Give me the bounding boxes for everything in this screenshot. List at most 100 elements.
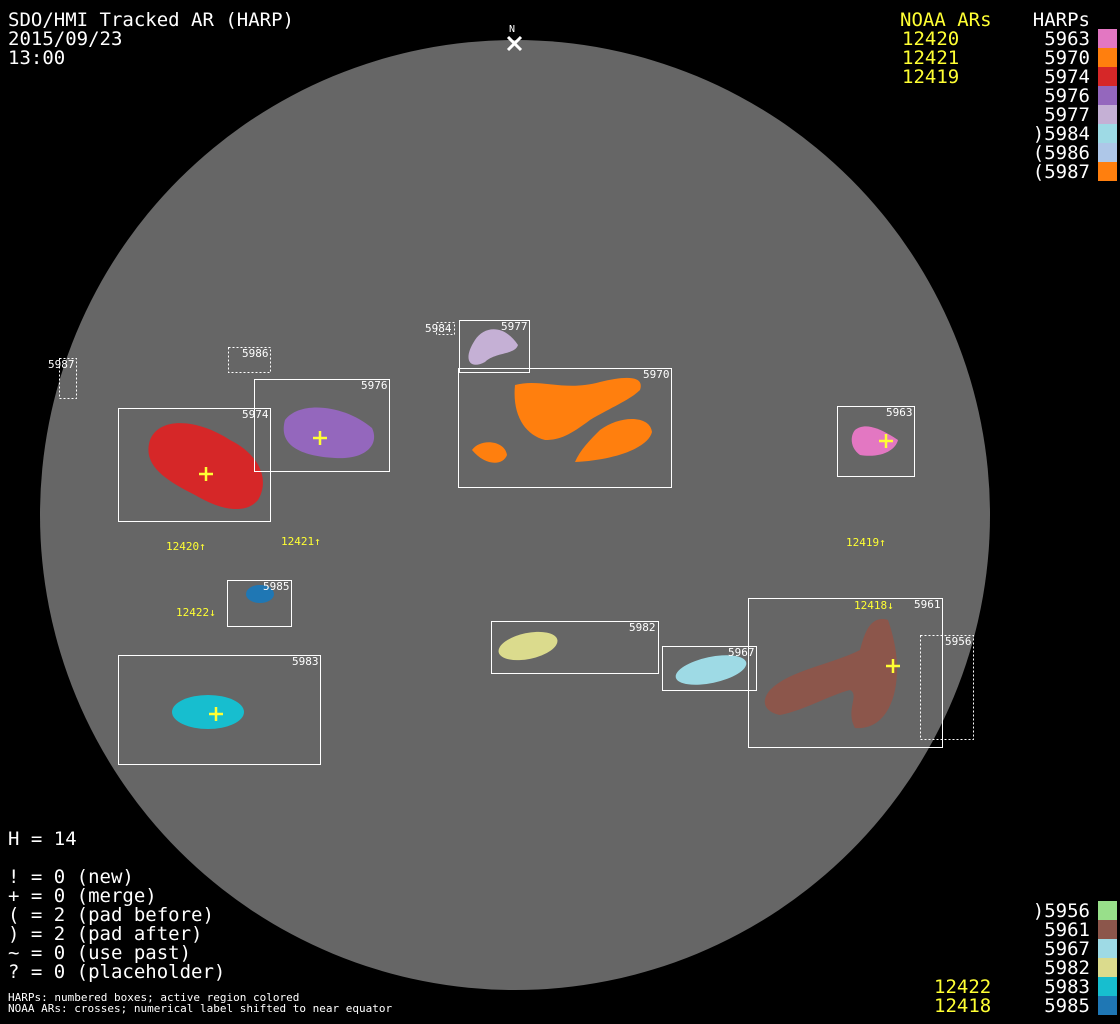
stat-line: ( = 2 (pad before) (8, 904, 214, 926)
harp-box-5961 (748, 598, 943, 748)
noaa-label: 12419↑ (846, 536, 886, 549)
region-5961 (764, 619, 898, 729)
region-5977 (468, 329, 518, 365)
harp-color-swatch (1098, 86, 1117, 105)
region-5983 (172, 695, 244, 729)
stat-line: ! = 0 (new) (8, 866, 134, 888)
north-marker (506, 35, 523, 52)
harp-box-5985 (227, 580, 292, 627)
harp-label: 5986 (242, 347, 269, 360)
harp-legend-label: (5986 (1032, 142, 1090, 164)
harp-legend-label: 5970 (1044, 47, 1090, 69)
noaa-label: 12418↓ (854, 599, 894, 612)
harp-box-5974 (118, 408, 271, 522)
noaa-item: 12421 (902, 47, 960, 69)
harp-color-swatch (1098, 958, 1117, 977)
harp-legend-label: 5967 (1044, 938, 1090, 960)
noaa-cross (886, 659, 900, 673)
harp-legend-label: 5977 (1044, 104, 1090, 126)
noaa-cross (209, 707, 223, 721)
harp-box-5976 (254, 379, 390, 472)
harp-color-swatch (1098, 143, 1117, 162)
harp-color-swatch (1098, 124, 1117, 143)
harp-legend-label: 5963 (1044, 28, 1090, 50)
harp-label: 5961 (914, 598, 941, 611)
noaa-heading: NOAA ARs (900, 9, 992, 31)
region-5982 (498, 631, 558, 661)
harp-color-swatch (1098, 901, 1117, 920)
region-5974 (148, 423, 263, 510)
harp-box-5977 (459, 320, 530, 373)
harp-box-5982 (491, 621, 659, 674)
stat-line: ) = 2 (pad after) (8, 923, 203, 945)
region-5985 (246, 585, 274, 603)
harp-legend-label: 5983 (1044, 976, 1090, 998)
harp-count: H = 14 (8, 828, 77, 850)
north-label: N (509, 24, 515, 35)
note: NOAA ARs: crosses; numerical label shift… (8, 1002, 393, 1015)
noaa-cross (199, 467, 213, 481)
harp-box-5956 (920, 635, 974, 740)
harp-box-5967 (662, 646, 757, 691)
harp-box-5984 (436, 322, 455, 335)
stat-line: ? = 0 (placeholder) (8, 961, 226, 983)
harp-label: 5974 (242, 408, 269, 421)
harp-label: 5956 (945, 635, 972, 648)
harp-legend-label: )5984 (1032, 123, 1090, 145)
harp-box-5970 (458, 368, 672, 488)
harp-label: 5987 (48, 358, 75, 371)
harp-label: 5982 (629, 621, 656, 634)
noaa-label: 12422↓ (176, 606, 216, 619)
harp-color-swatch (1098, 920, 1117, 939)
solar-disk (40, 40, 990, 990)
region-5963 (851, 426, 898, 456)
harp-color-swatch (1098, 67, 1117, 86)
harp-color-swatch (1098, 105, 1117, 124)
harp-label: 5970 (643, 368, 670, 381)
stat-line: ~ = 0 (use past) (8, 942, 192, 964)
noaa-label: 12420↑ (166, 540, 206, 553)
date: 2015/09/23 (8, 28, 123, 50)
noaa-item: 12419 (902, 66, 960, 88)
harp-legend-label: 5976 (1044, 85, 1090, 107)
noaa-item: 12422 (934, 976, 992, 998)
harp-box-5986 (228, 347, 271, 373)
noaa-label: 12421↑ (281, 535, 321, 548)
region-5967 (675, 655, 747, 685)
stat-line: + = 0 (merge) (8, 885, 157, 907)
harp-color-swatch (1098, 996, 1117, 1015)
harp-legend-label: 5974 (1044, 66, 1090, 88)
noaa-cross (879, 434, 893, 448)
harp-label: 5985 (263, 580, 290, 593)
harp-label: 5977 (501, 320, 528, 333)
noaa-crosses (199, 431, 900, 721)
harp-box-5983 (118, 655, 321, 765)
harp-color-swatch (1098, 48, 1117, 67)
region-5970 (472, 377, 652, 463)
harp-color-swatch (1098, 939, 1117, 958)
harps-heading: HARPs (1032, 9, 1090, 31)
harp-color-swatch (1098, 977, 1117, 996)
noaa-cross (313, 431, 327, 445)
harp-legend-label: 5985 (1044, 995, 1090, 1017)
harp-legend-label: )5956 (1032, 900, 1090, 922)
harp-color-swatch (1098, 29, 1117, 48)
harp-label: 5967 (728, 646, 755, 659)
harp-legend-label: 5982 (1044, 957, 1090, 979)
region-5976 (283, 407, 375, 459)
noaa-item: 12420 (902, 28, 960, 50)
harp-color-swatch (1098, 162, 1117, 181)
harp-label: 5984 (425, 322, 452, 335)
harp-box-5987 (59, 358, 77, 399)
harp-box-5963 (837, 406, 915, 477)
harp-legend-label: (5987 (1032, 161, 1090, 183)
time: 13:00 (8, 47, 66, 69)
harp-label: 5963 (886, 406, 913, 419)
harp-label: 5976 (361, 379, 388, 392)
title: SDO/HMI Tracked AR (HARP) (8, 9, 294, 31)
harp-labels: 5974 5976 5977 5970 5963 5985 5983 5982 … (48, 320, 972, 668)
noaa-item: 12418 (934, 995, 992, 1017)
harp-label: 5983 (292, 655, 319, 668)
harp-legend-label: 5961 (1044, 919, 1090, 941)
